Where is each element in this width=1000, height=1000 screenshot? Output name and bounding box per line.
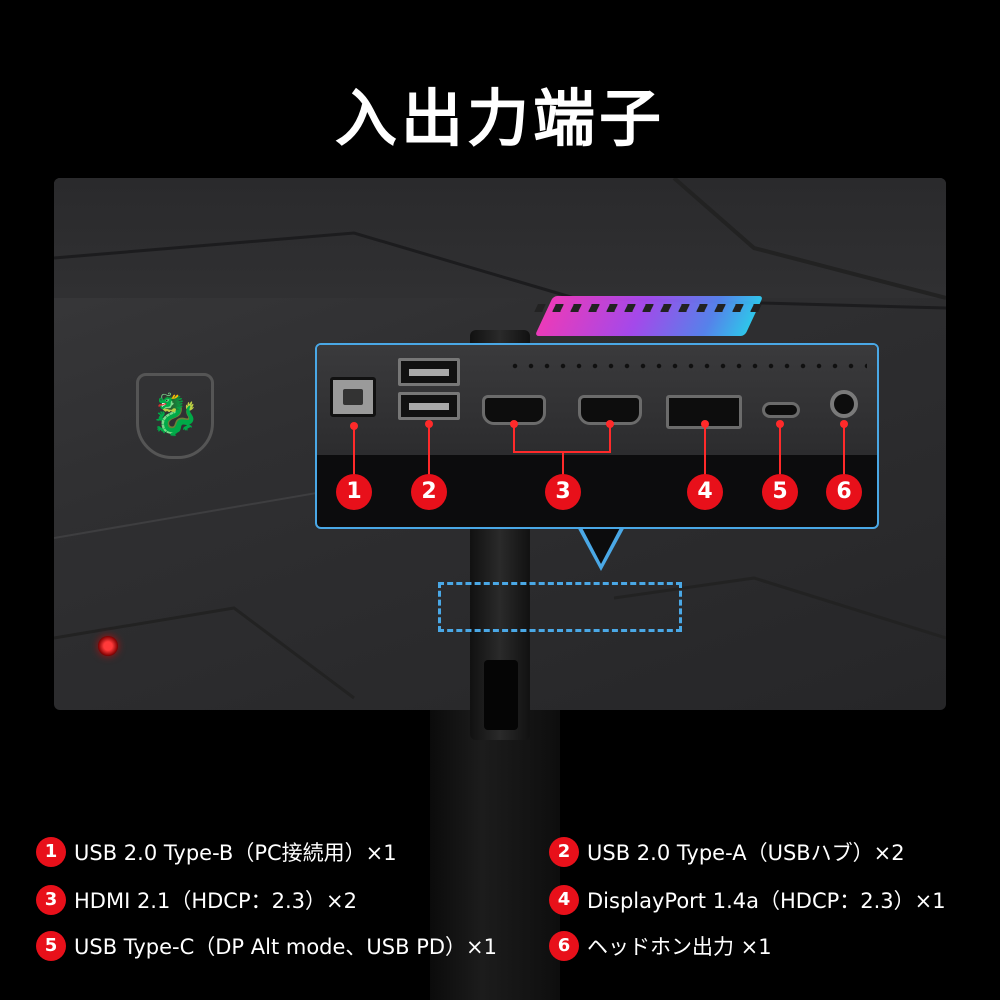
hdmi-port-icon (482, 395, 546, 425)
vent-dots (507, 363, 867, 369)
port-number-3: 3 (545, 474, 581, 510)
rgb-strip-grille (534, 304, 768, 312)
legend-item: 2 USB 2.0 Type-A（USBハブ）×2 (549, 834, 905, 870)
usb-a-port-icon (398, 358, 460, 386)
leader-line (353, 426, 355, 476)
port-number-1: 1 (336, 474, 372, 510)
rgb-light-strip (534, 296, 764, 336)
legend-badge: 5 (36, 931, 66, 961)
legend-badge: 3 (36, 885, 66, 915)
legend-text: DisplayPort 1.4a（HDCP：2.3）×1 (587, 889, 946, 913)
cable-management-slot (484, 660, 518, 730)
usb-b-port-icon (330, 377, 376, 417)
legend-text: USB 2.0 Type-A（USBハブ）×2 (587, 841, 905, 865)
legend-item: 1 USB 2.0 Type-B（PC接続用）×1 (36, 834, 397, 870)
port-number-5: 5 (762, 474, 798, 510)
port-number-2: 2 (411, 474, 447, 510)
legend-badge: 4 (549, 885, 579, 915)
usb-c-port-icon (762, 402, 800, 418)
legend-badge: 1 (36, 837, 66, 867)
legend-item: 6 ヘッドホン出力 ×1 (549, 928, 772, 964)
leader-line (428, 424, 430, 476)
legend-text: USB Type-C（DP Alt mode、USB PD）×1 (74, 935, 498, 959)
callout-pointer-inner (579, 522, 623, 564)
legend-text: ヘッドホン出力 ×1 (587, 935, 772, 959)
legend-item: 5 USB Type-C（DP Alt mode、USB PD）×1 (36, 928, 497, 964)
legend-item: 3 HDMI 2.1（HDCP：2.3）×2 (36, 882, 357, 918)
port-location-highlight (438, 582, 682, 632)
leader-line (513, 424, 515, 452)
legend-item: 4 DisplayPort 1.4a（HDCP：2.3）×1 (549, 882, 946, 918)
monitor-top-panel (54, 178, 946, 298)
power-button-icon[interactable] (98, 636, 118, 656)
leader-line (779, 424, 781, 476)
legend-badge: 2 (549, 837, 579, 867)
legend-text: HDMI 2.1（HDCP：2.3）×2 (74, 889, 357, 913)
legend-text: USB 2.0 Type-B（PC接続用）×1 (74, 841, 397, 865)
msi-logo-icon: 🐉 (136, 373, 214, 459)
usb-a-port-icon (398, 392, 460, 420)
legend-badge: 6 (549, 931, 579, 961)
leader-line (843, 424, 845, 476)
page-title: 入出力端子 (334, 82, 665, 155)
leader-line (609, 424, 611, 452)
leader-line (562, 451, 564, 476)
headphone-jack-icon (830, 390, 858, 418)
port-number-4: 4 (687, 474, 723, 510)
leader-line (704, 424, 706, 476)
port-number-6: 6 (826, 474, 862, 510)
